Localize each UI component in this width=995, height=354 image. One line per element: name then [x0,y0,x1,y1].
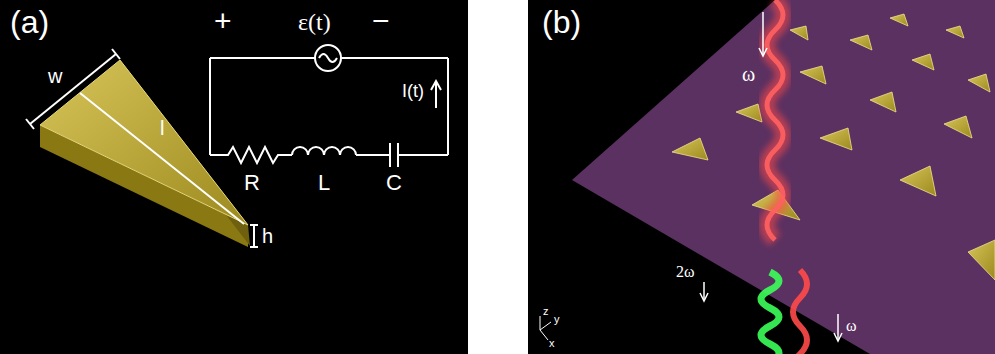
substrate-plane [572,0,995,354]
incident-beam-core [767,0,783,240]
panel-a [0,0,468,354]
panel-letter: (a) [10,6,49,38]
panel-letter: (b) [542,6,581,38]
harmonic-beam [761,272,779,354]
axes-symbol [540,316,551,340]
transmitted-beam [793,270,807,354]
frequency-label: ω [742,64,755,84]
dimension-label: h [262,226,273,246]
axis-label: x [549,338,555,349]
source-label: ε(t) [298,10,331,34]
dimension-lines [26,49,258,247]
axis-label: y [554,314,560,325]
frequency-label: ω [846,318,857,334]
dimension-label: w [48,66,62,86]
component-label: C [386,172,402,194]
dimension-label: l [160,118,164,138]
component-label: L [318,172,330,194]
rlc-circuit [210,45,448,167]
particle-array [672,14,995,280]
axis-label: z [543,306,549,317]
triangle-particle [40,60,250,247]
polarity-sign: + [214,6,232,36]
direction-arrows [700,12,842,341]
polarity-sign: − [372,6,390,36]
frequency-label: 2ω [676,264,695,280]
incident-beam [767,0,783,240]
current-label: I(t) [402,82,424,100]
component-label: R [244,172,260,194]
